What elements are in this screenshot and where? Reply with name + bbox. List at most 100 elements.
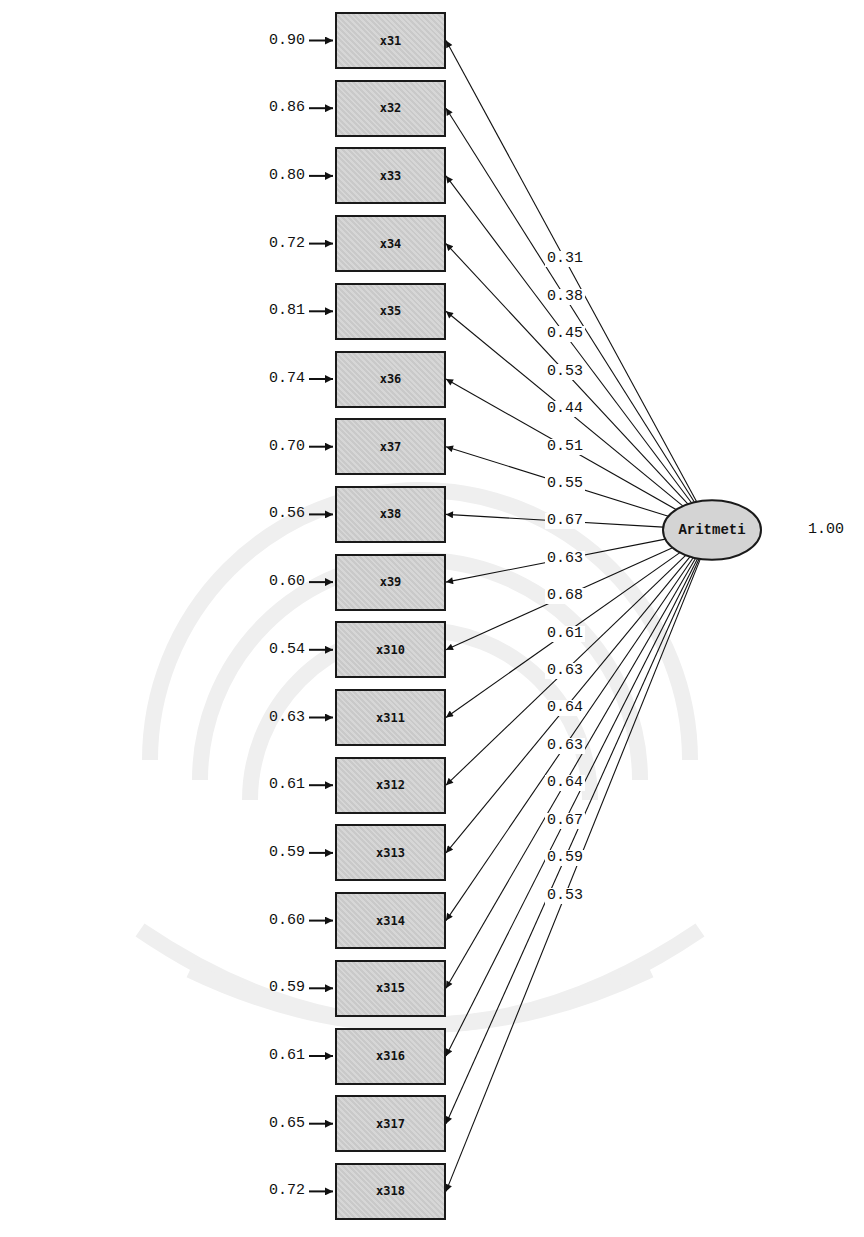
loading-arrow <box>446 557 690 853</box>
loading-arrow <box>446 176 692 503</box>
indicator-name: x39 <box>380 575 402 589</box>
loading-arrow <box>446 558 693 921</box>
error-variance: 0.63 <box>269 709 305 727</box>
error-variance: 0.54 <box>269 641 305 659</box>
error-variance: 0.56 <box>269 505 305 523</box>
error-arrow <box>309 243 333 245</box>
error-arrow <box>309 920 333 922</box>
error-variance: 0.59 <box>269 979 305 997</box>
indicator-name: x316 <box>376 1049 405 1063</box>
loading-value: 0.51 <box>545 439 585 455</box>
error-arrow <box>309 581 333 583</box>
loading-arrow <box>446 559 699 1124</box>
error-arrow <box>309 784 333 786</box>
indicator-box: x37 <box>335 418 446 475</box>
loading-value: 0.63 <box>545 551 585 567</box>
indicator-box: x34 <box>335 215 446 272</box>
indicator-name: x32 <box>380 101 402 115</box>
loading-arrow <box>446 108 694 502</box>
indicator-box: x314 <box>335 892 446 949</box>
error-arrow <box>309 107 333 109</box>
error-arrow <box>309 1123 333 1125</box>
error-arrow <box>309 1190 333 1192</box>
error-variance: 0.80 <box>269 167 305 185</box>
loading-arrow <box>446 244 688 504</box>
indicator-name: x313 <box>376 846 405 860</box>
indicator-box: x313 <box>335 824 446 881</box>
error-variance: 0.61 <box>269 776 305 794</box>
indicator-box: x310 <box>335 621 446 678</box>
error-arrow <box>309 446 333 448</box>
indicator-name: x35 <box>380 304 402 318</box>
error-arrow <box>309 1055 333 1057</box>
error-variance: 0.72 <box>269 235 305 253</box>
loading-value: 0.63 <box>545 738 585 754</box>
error-variance: 0.60 <box>269 912 305 930</box>
error-arrow <box>309 175 333 177</box>
indicator-name: x312 <box>376 778 405 792</box>
loading-arrow <box>446 539 665 582</box>
latent-name: Aritmeti <box>678 522 745 538</box>
error-arrow <box>309 40 333 42</box>
loading-arrow <box>446 447 668 517</box>
loading-value: 0.45 <box>545 326 585 342</box>
latent-variance: 1.00 <box>808 521 844 539</box>
error-variance: 0.65 <box>269 1115 305 1133</box>
loading-value: 0.38 <box>545 289 585 305</box>
loading-value: 0.68 <box>545 588 585 604</box>
error-arrow <box>309 852 333 854</box>
indicator-name: x318 <box>376 1184 405 1198</box>
latent-ellipse: Aritmeti <box>662 499 762 561</box>
loading-arrow <box>446 41 697 502</box>
error-variance: 0.74 <box>269 370 305 388</box>
loading-arrow <box>446 548 673 650</box>
loading-value: 0.64 <box>545 700 585 716</box>
indicator-box: x33 <box>335 147 446 204</box>
indicator-name: x37 <box>380 440 402 454</box>
error-arrow <box>309 649 333 651</box>
loading-value: 0.44 <box>545 401 585 417</box>
indicator-box: x315 <box>335 960 446 1017</box>
indicator-name: x310 <box>376 643 405 657</box>
indicator-box: x317 <box>335 1095 446 1152</box>
error-variance: 0.81 <box>269 302 305 320</box>
loading-value: 0.59 <box>545 850 585 866</box>
indicator-box: x38 <box>335 486 446 543</box>
indicator-box: x36 <box>335 351 446 408</box>
loading-arrow <box>446 559 698 1056</box>
loading-value: 0.67 <box>545 513 585 529</box>
error-arrow <box>309 310 333 312</box>
loading-value: 0.64 <box>545 775 585 791</box>
indicator-name: x34 <box>380 237 402 251</box>
error-arrow <box>309 987 333 989</box>
loading-value: 0.63 <box>545 663 585 679</box>
indicator-name: x38 <box>380 507 402 521</box>
indicator-box: x311 <box>335 689 446 746</box>
indicator-name: x31 <box>380 34 402 48</box>
loading-value: 0.61 <box>545 626 585 642</box>
indicator-box: x316 <box>335 1028 446 1085</box>
indicator-box: x39 <box>335 554 446 611</box>
indicator-name: x33 <box>380 169 402 183</box>
indicator-box: x318 <box>335 1163 446 1220</box>
loading-value: 0.55 <box>545 476 585 492</box>
loading-value: 0.31 <box>545 251 585 267</box>
loading-value: 0.53 <box>545 888 585 904</box>
error-arrow <box>309 717 333 719</box>
loading-arrow <box>446 311 683 506</box>
error-variance: 0.59 <box>269 844 305 862</box>
indicator-box: x32 <box>335 80 446 137</box>
error-variance: 0.70 <box>269 438 305 456</box>
indicator-name: x36 <box>380 372 402 386</box>
error-variance: 0.60 <box>269 573 305 591</box>
error-arrow <box>309 513 333 515</box>
indicator-name: x315 <box>376 981 405 995</box>
error-variance: 0.90 <box>269 32 305 50</box>
watermark-arcs <box>140 490 700 1025</box>
indicator-name: x317 <box>376 1117 405 1131</box>
indicator-box: x35 <box>335 283 446 340</box>
loading-arrow <box>446 553 680 718</box>
loading-value: 0.53 <box>545 364 585 380</box>
loading-arrow <box>446 558 696 988</box>
